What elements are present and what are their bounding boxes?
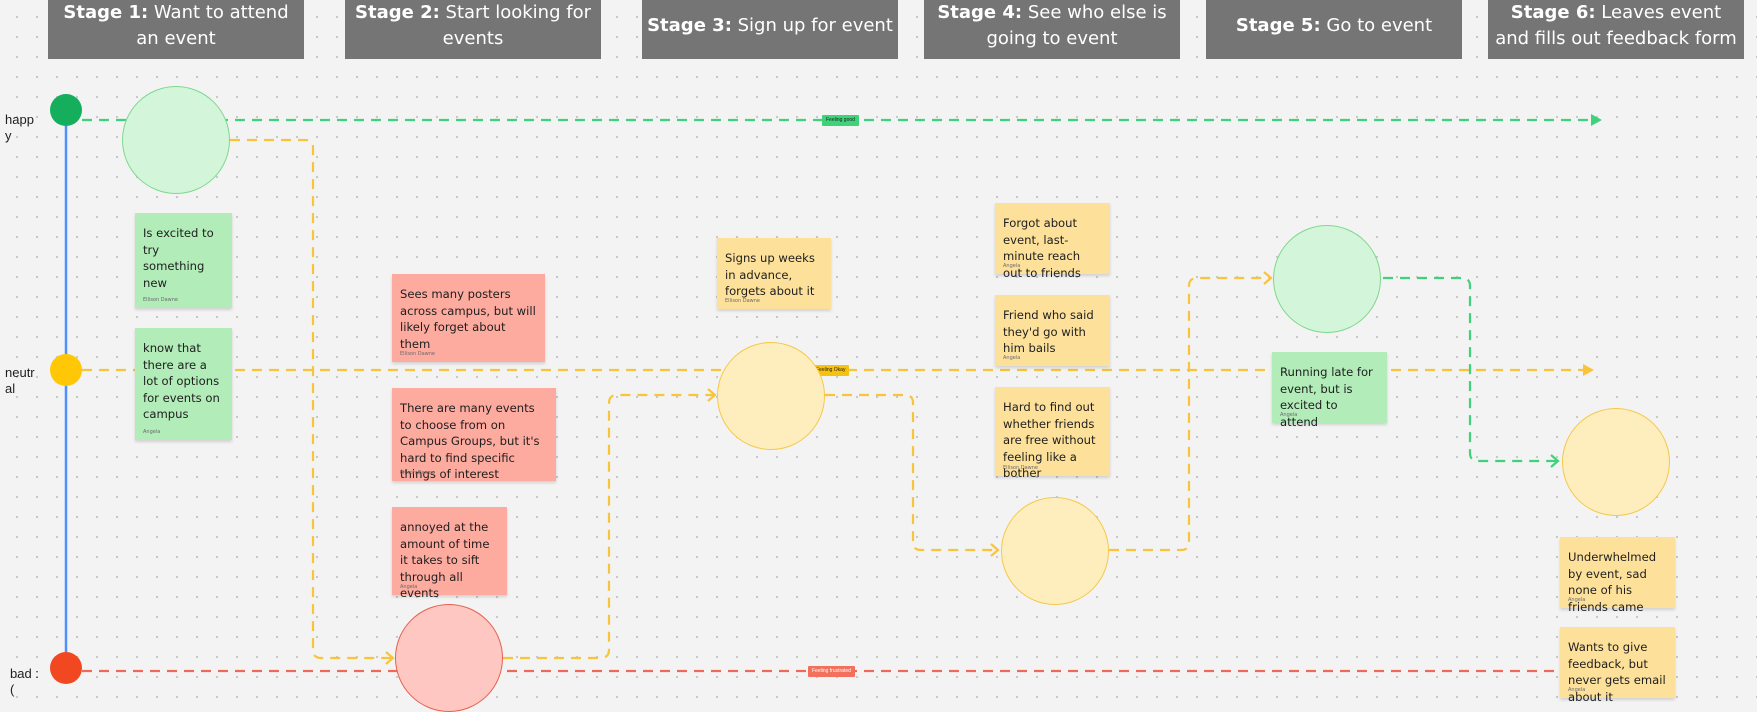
sticky-author: Ellison Dawne (725, 298, 760, 304)
lane-tag-happy[interactable]: Feeling good (822, 115, 859, 126)
sticky-text: Friend who said they'd go with him bails (1003, 308, 1094, 355)
sticky-text: Forgot about event, last-minute reach ou… (1003, 216, 1081, 280)
stage-title: Sign up for event (737, 14, 893, 36)
sticky-text: Is excited to try something new (143, 226, 214, 290)
connector-arrow-stage2 (385, 651, 395, 665)
stage-header-3[interactable]: Stage 3: Sign up for event (642, 0, 898, 59)
sticky-note[interactable]: Signs up weeks in advance, forgets about… (717, 238, 831, 309)
sticky-note[interactable]: know that there are a lot of options for… (135, 328, 232, 440)
stage-header-6[interactable]: Stage 6: Leaves event and fills out feed… (1488, 0, 1744, 59)
sticky-author: Angela (1568, 597, 1586, 603)
sticky-author: Ellison Dawne (143, 297, 178, 303)
sticky-text: know that there are a lot of options for… (143, 341, 220, 421)
lane-arrowhead-happy (1591, 114, 1602, 126)
stage-header-2[interactable]: Stage 2: Start looking for events (345, 0, 601, 59)
sticky-text: annoyed at the amount of time it takes t… (400, 520, 490, 600)
sticky-author: Angela (400, 584, 418, 590)
journey-point-stage2[interactable] (395, 604, 503, 712)
sticky-author: Ellison Dawne (1003, 465, 1038, 471)
connector-arrow-stage6 (1550, 454, 1560, 468)
lane-label-happy: happy (5, 112, 34, 143)
connector-stage1-to-stage2[interactable] (230, 138, 392, 660)
connector-arrow-stage4 (990, 543, 1000, 557)
sticky-author: Angela (143, 429, 161, 435)
sticky-text: Hard to find out whether friends are fre… (1003, 400, 1096, 480)
sticky-text: Underwhelmed by event, sad none of his f… (1568, 550, 1657, 614)
stage-number: Stage 4: (937, 1, 1023, 23)
sticky-author: Ellison Dawne (400, 470, 435, 476)
sticky-author: Angela (1280, 412, 1298, 418)
lane-tag-neutral[interactable]: Feeling Okay (812, 365, 850, 376)
connector-stage5-to-stage6[interactable] (1383, 276, 1557, 463)
stage-number: Stage 2: (355, 1, 440, 23)
stage-number: Stage 5: (1235, 14, 1321, 36)
journey-point-stage3[interactable] (717, 342, 825, 450)
sticky-text: There are many events to choose from on … (400, 401, 540, 481)
sticky-note[interactable]: Is excited to try something new Ellison … (135, 213, 232, 308)
sticky-note[interactable]: Forgot about event, last-minute reach ou… (995, 203, 1110, 280)
stage-title: See who else is going to event (986, 1, 1167, 49)
journey-point-stage6[interactable] (1562, 408, 1670, 516)
sticky-author: Angela (1003, 355, 1021, 361)
stage-number: Stage 6: (1510, 1, 1596, 23)
sticky-note[interactable]: Running late for event, but is excited t… (1272, 352, 1387, 429)
emotion-marker-happy[interactable] (50, 94, 82, 126)
sticky-text: Running late for event, but is excited t… (1280, 365, 1373, 429)
stage-header-5[interactable]: Stage 5: Go to event (1206, 0, 1462, 59)
connector-stage4-to-stage5[interactable] (1109, 276, 1270, 552)
stage-number: Stage 1: (63, 1, 149, 23)
sticky-author: Ellison Dawne (400, 351, 435, 357)
lane-label-bad: bad :( (10, 666, 39, 697)
journey-point-stage5[interactable] (1273, 225, 1381, 333)
stage-title: Start looking for events (442, 1, 591, 49)
stage-title: Leaves event and fills out feedback form (1495, 1, 1737, 49)
sticky-author: Angela (1568, 687, 1586, 693)
stage-header-4[interactable]: Stage 4: See who else is going to event (924, 0, 1180, 59)
connector-arrow-stage5 (1263, 271, 1273, 285)
sticky-note[interactable]: Hard to find out whether friends are fre… (995, 387, 1110, 480)
sticky-note[interactable]: There are many events to choose from on … (392, 388, 556, 481)
sticky-note[interactable]: Sees many posters across campus, but wil… (392, 274, 545, 362)
sticky-note[interactable]: Underwhelmed by event, sad none of his f… (1560, 537, 1675, 614)
stage-number: Stage 3: (647, 14, 732, 36)
sticky-note[interactable]: Friend who said they'd go with him bails… (995, 295, 1110, 366)
lane-tag-bad[interactable]: Feeling frustrated (808, 666, 855, 677)
connector-stage3-to-stage4[interactable] (825, 393, 997, 552)
stage-header-1[interactable]: Stage 1: Want to attend an event (48, 0, 304, 59)
emotion-marker-neutral[interactable] (50, 354, 82, 386)
lane-arrowhead-neutral (1583, 364, 1594, 376)
sticky-note[interactable]: annoyed at the amount of time it takes t… (392, 507, 507, 600)
sticky-author: Angela (1003, 263, 1021, 269)
journey-point-stage4[interactable] (1001, 497, 1109, 605)
sticky-note[interactable]: Wants to give feedback, but never gets e… (1560, 627, 1675, 704)
stage-title: Want to attend an event (136, 1, 289, 49)
connector-arrow-stage3 (707, 388, 717, 402)
journey-point-stage1[interactable] (122, 86, 230, 194)
sticky-text: Wants to give feedback, but never gets e… (1568, 640, 1666, 704)
sticky-text: Signs up weeks in advance, forgets about… (725, 251, 815, 298)
stage-title: Go to event (1326, 14, 1433, 36)
emotion-marker-bad[interactable] (50, 652, 82, 684)
lane-label-neutral: neutral (5, 365, 35, 396)
sticky-text: Sees many posters across campus, but wil… (400, 287, 536, 351)
